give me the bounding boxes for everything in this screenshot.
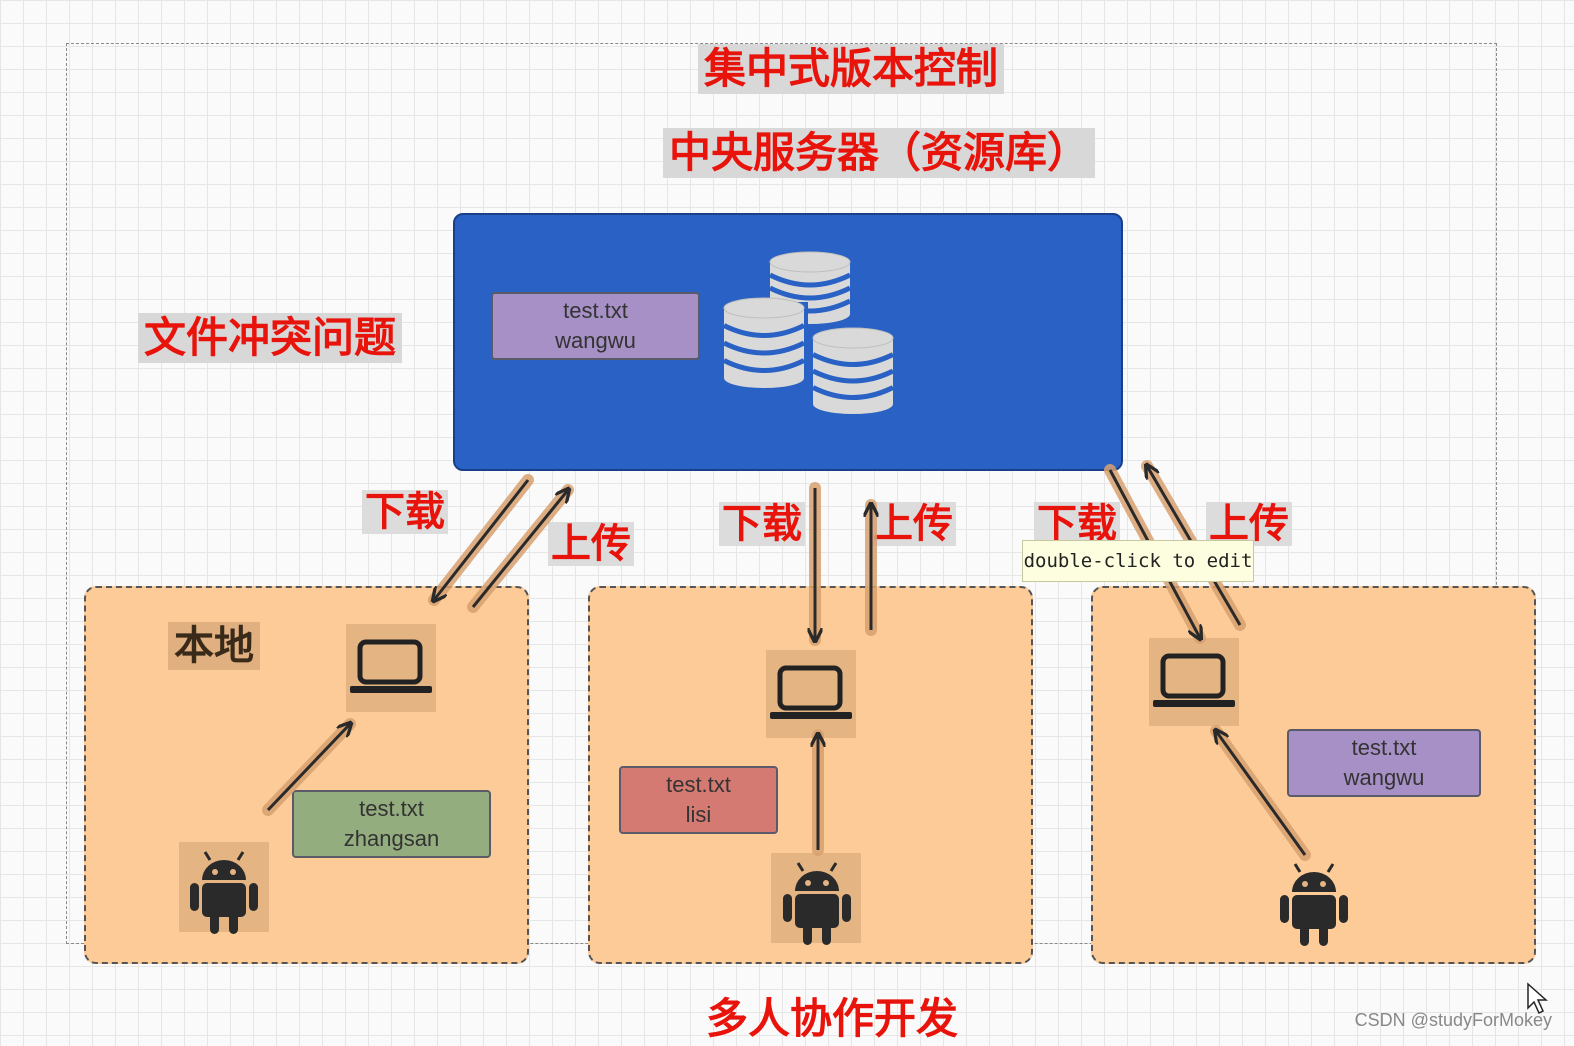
watermark: CSDN @studyForMokey: [1354, 1010, 1552, 1030]
laptop-icon[interactable]: [766, 650, 856, 738]
laptop-icon[interactable]: [346, 624, 436, 712]
main-title: 集中式版本控制: [698, 44, 1005, 95]
file-name: test.txt: [359, 796, 424, 821]
upload-label-2: 上传: [870, 502, 956, 546]
android-icon: [771, 853, 861, 943]
server-title: 中央服务器（资源库）: [663, 128, 1096, 179]
client-zone-1: [84, 586, 529, 964]
conflict-title: 文件冲突问题: [138, 313, 403, 364]
client-file-card-3[interactable]: test.txt wangwu: [1287, 729, 1481, 797]
file-name: test.txt: [1351, 735, 1417, 760]
client-file-card-1[interactable]: test.txt zhangsan: [292, 790, 491, 858]
edit-tooltip: double-click to edit: [1022, 540, 1254, 582]
local-label: 本地: [168, 622, 260, 670]
download-label-1: 下载: [362, 490, 448, 534]
file-owner: zhangsan: [343, 826, 440, 851]
file-name: test.txt: [563, 298, 628, 323]
server-file-card[interactable]: test.txt wangwu: [491, 292, 700, 360]
android-icon: [179, 842, 269, 932]
footer-title: 多人协作开发: [706, 994, 959, 1043]
android-icon: [1268, 858, 1358, 948]
file-name: test.txt: [666, 772, 731, 797]
file-owner: wangwu: [1343, 765, 1425, 790]
file-owner: wangwu: [555, 328, 636, 353]
file-owner: lisi: [685, 802, 712, 827]
client-file-card-2[interactable]: test.txt lisi: [619, 766, 778, 834]
upload-label-1: 上传: [548, 522, 634, 566]
download-label-2: 下载: [719, 502, 805, 546]
laptop-icon[interactable]: [1149, 638, 1239, 726]
